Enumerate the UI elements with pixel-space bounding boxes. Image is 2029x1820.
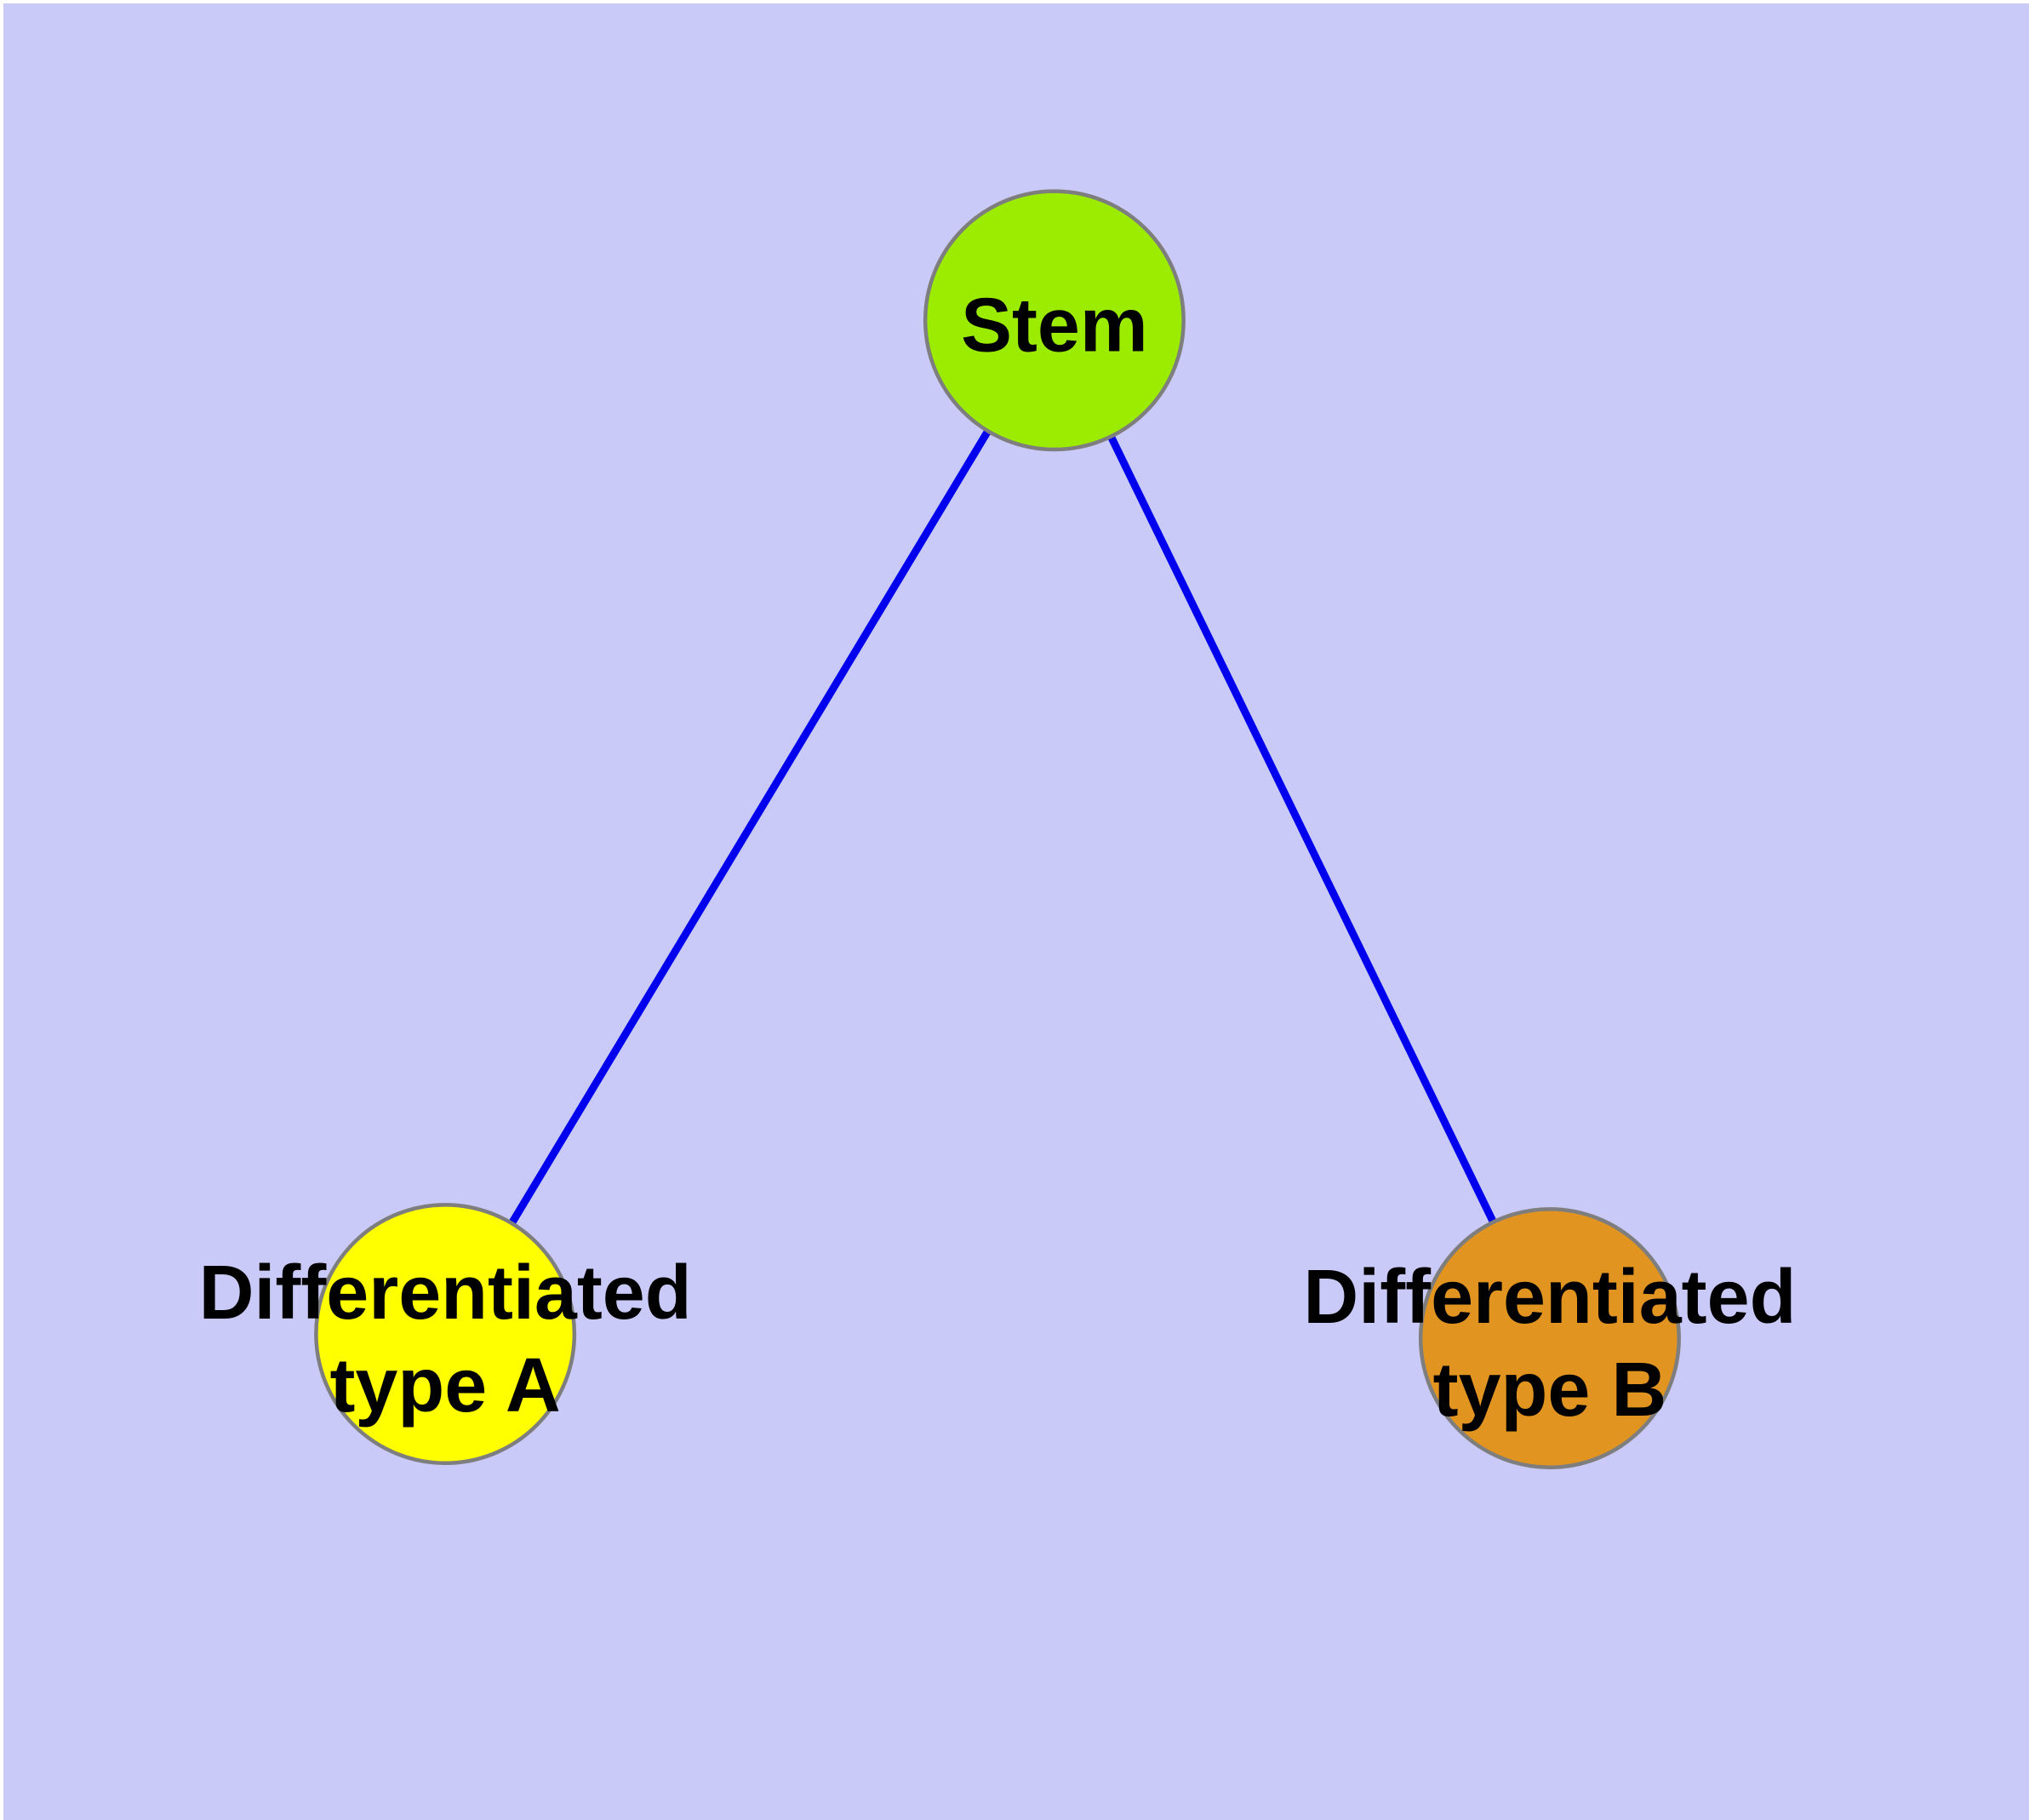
edge-stem-to-differentiated-type-b xyxy=(1050,318,1553,1341)
node-differentiated-type-b-label-line-1: Differentiated xyxy=(1303,1255,1796,1340)
node-differentiated-type-a-label-line-2: type A xyxy=(330,1343,561,1428)
node-stem-circle xyxy=(923,189,1186,452)
node-stem-label-line-1: Stem xyxy=(961,283,1148,369)
node-differentiated-type-b-label-line-2: type B xyxy=(1433,1348,1667,1433)
node-stem-label: Stem xyxy=(961,283,1148,369)
node-differentiated-type-a-circle xyxy=(314,1203,577,1466)
node-differentiated-type-b-circle xyxy=(1418,1207,1681,1470)
node-differentiated-type-a-label-line-1: Differentiated xyxy=(199,1251,692,1336)
edge-stem-to-differentiated-type-a xyxy=(442,318,1058,1336)
